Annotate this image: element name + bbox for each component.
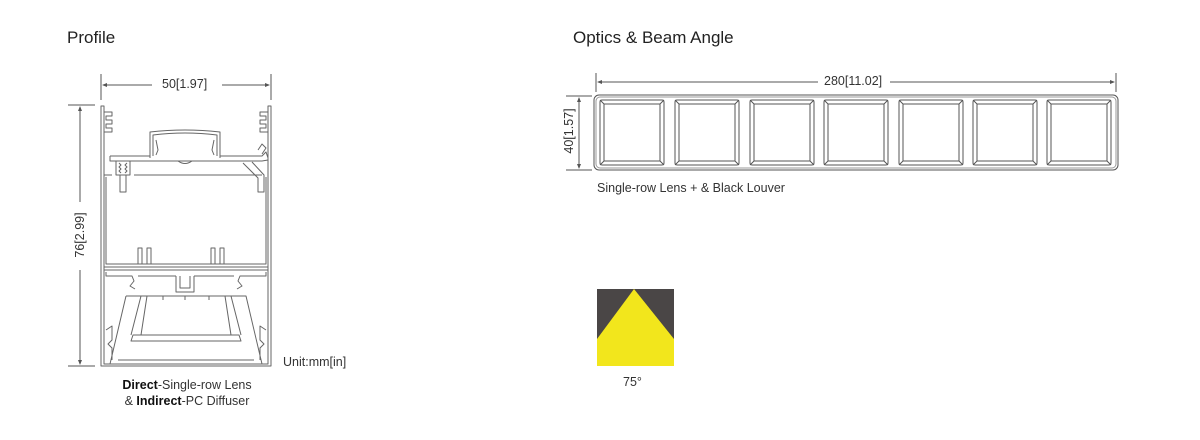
caption-direct-bold: Direct <box>122 378 158 392</box>
beam-angle-label: 75° <box>623 375 642 389</box>
profile-title: Profile <box>67 28 116 47</box>
unit-label: Unit:mm[in] <box>283 355 347 369</box>
caption-indirect-bold: Indirect <box>136 394 182 408</box>
caption-amp: & <box>124 394 137 408</box>
profile-caption: Direct-Single-row Lens & Indirect-PC Dif… <box>118 377 256 409</box>
caption-indirect-rest: -PC Diffuser <box>181 394 250 408</box>
lens-caption: Single-row Lens + & Black Louver <box>597 181 785 195</box>
profile-caption-line1: Direct-Single-row Lens <box>118 377 256 393</box>
profile-width-label: 50[1.97] <box>162 77 208 91</box>
profile-caption-line2: & Indirect-PC Diffuser <box>118 393 256 409</box>
lens-length-label: 280[11.02] <box>824 74 883 88</box>
optics-title: Optics & Beam Angle <box>573 28 734 47</box>
caption-direct-rest: -Single-row Lens <box>157 378 252 392</box>
